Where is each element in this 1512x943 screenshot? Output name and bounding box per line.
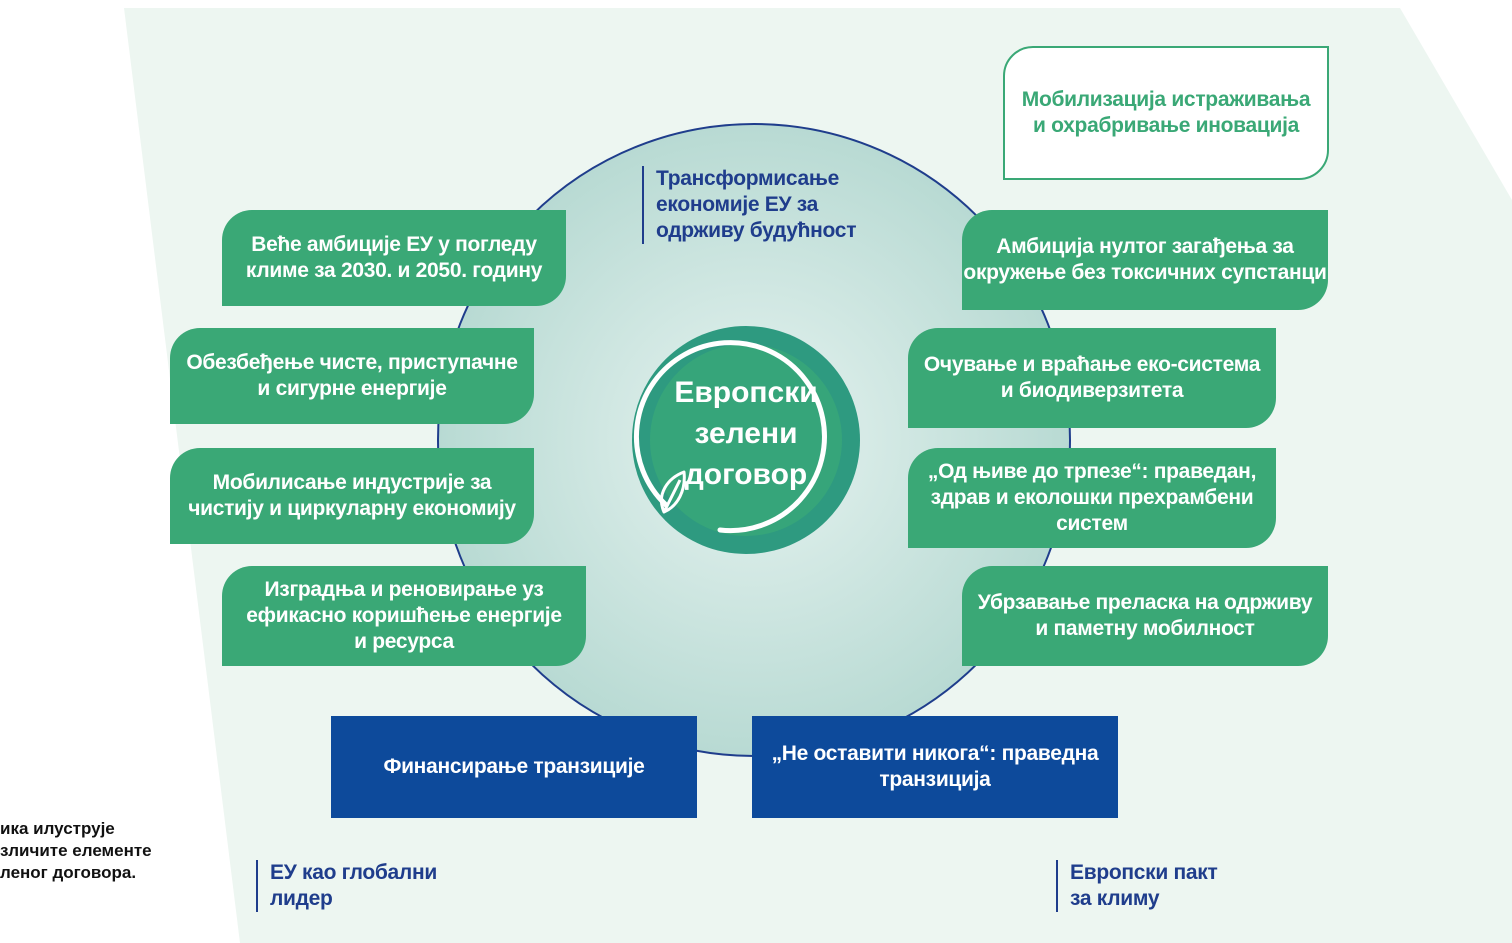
clean-energy-line-2: и сигурне енергије <box>257 377 447 400</box>
building-box: Изградња и реновирање уз ефикасно коришће… <box>222 566 586 666</box>
farm-to-fork-box: „Од њиве до трпезе“: праведан, здрав и ек… <box>908 448 1276 548</box>
leaf-icon <box>660 470 686 514</box>
mobility-box: Убрзавање преласка на одрживу и паметну м… <box>962 566 1328 666</box>
center-title-line-1: Европски <box>674 376 818 409</box>
research-line-1: Мобилизација истраживања <box>1021 88 1311 111</box>
climate-ambition-line-1: Веће амбиције ЕУ у погледу <box>251 233 537 256</box>
financing-text: Финансирање транзиције <box>383 755 645 778</box>
caption-line-3: леног договора. <box>0 863 137 882</box>
biodiversity-box: Очување и враћање еко-система и биодиверз… <box>908 328 1276 428</box>
center-title-line-3: договор <box>684 458 808 491</box>
caption-line-2: зличите елементе <box>0 841 152 860</box>
global-leader-label: ЕУ као глобални лидер <box>256 860 437 912</box>
building-line-3: и ресурса <box>354 630 454 653</box>
zero-pollution-box: Амбиција нултог загађења за окружење без … <box>962 210 1328 310</box>
transform-label-line-2: економије ЕУ за <box>656 193 819 216</box>
mobility-line-2: и паметну мобилност <box>1035 617 1255 640</box>
farm-to-fork-line-3: систем <box>1056 512 1128 535</box>
farm-to-fork-line-1: „Од њиве до трпезе“: праведан, <box>927 460 1257 483</box>
zero-pollution-line-1: Амбиција нултог загађења за <box>996 235 1294 258</box>
figure-caption: ика илуструје зличите елементе леног дог… <box>0 818 210 884</box>
financing-box: Финансирање транзиције <box>331 716 697 818</box>
industry-box: Мобилисање индустрије за чистију и циркул… <box>170 448 534 544</box>
just-transition-line-1: „Не оставити никога“: праведна <box>771 742 1099 765</box>
center-circle-inner <box>650 344 842 536</box>
just-transition-line-2: транзиција <box>879 768 991 791</box>
center-title: Европски зелени договор <box>660 372 832 495</box>
zero-pollution-line-2: окружење без токсичних супстанци <box>963 261 1327 284</box>
climate-pact-line-1: Европски пакт <box>1070 861 1218 884</box>
center-ring-arc <box>634 340 827 534</box>
industry-line-1: Мобилисање индустрије за <box>212 471 492 494</box>
industry-line-2: чистију и циркуларну економију <box>188 497 516 520</box>
transform-label: Трансформисање економије ЕУ за одрживу б… <box>642 166 856 244</box>
transform-label-line-1: Трансформисање <box>656 167 839 190</box>
climate-ambition-box: Веће амбиције ЕУ у погледу климе за 2030.… <box>222 210 566 306</box>
climate-ambition-line-2: климе за 2030. и 2050. годину <box>245 259 543 282</box>
global-leader-line-1: ЕУ као глобални <box>270 861 437 884</box>
center-title-line-2: зелени <box>694 417 798 450</box>
biodiversity-line-2: и биодиверзитета <box>1000 379 1184 402</box>
climate-pact-line-2: за климу <box>1070 887 1160 910</box>
research-box: Мобилизација истраживања и охрабривање ин… <box>1003 46 1329 180</box>
clean-energy-line-1: Обезбеђење чисте, приступачне <box>186 351 518 374</box>
global-leader-line-2: лидер <box>270 887 333 910</box>
research-line-2: и охрабривање иновација <box>1033 114 1299 137</box>
farm-to-fork-line-2: здрав и еколошки прехрамбени <box>930 486 1254 509</box>
clean-energy-box: Обезбеђење чисте, приступачне и сигурне е… <box>170 328 534 424</box>
caption-line-1: ика илуструје <box>0 819 115 838</box>
mobility-line-1: Убрзавање преласка на одрживу <box>977 591 1313 614</box>
just-transition-box: „Не оставити никога“: праведна транзиција <box>752 716 1118 818</box>
building-line-2: ефикасно коришћење енергије <box>246 604 562 627</box>
building-line-1: Изградња и реновирање уз <box>264 578 544 601</box>
climate-pact-label: Европски пакт за климу <box>1056 860 1218 912</box>
transform-label-line-3: одрживу будућност <box>656 219 857 242</box>
biodiversity-line-1: Очување и враћање еко-система <box>923 353 1261 376</box>
